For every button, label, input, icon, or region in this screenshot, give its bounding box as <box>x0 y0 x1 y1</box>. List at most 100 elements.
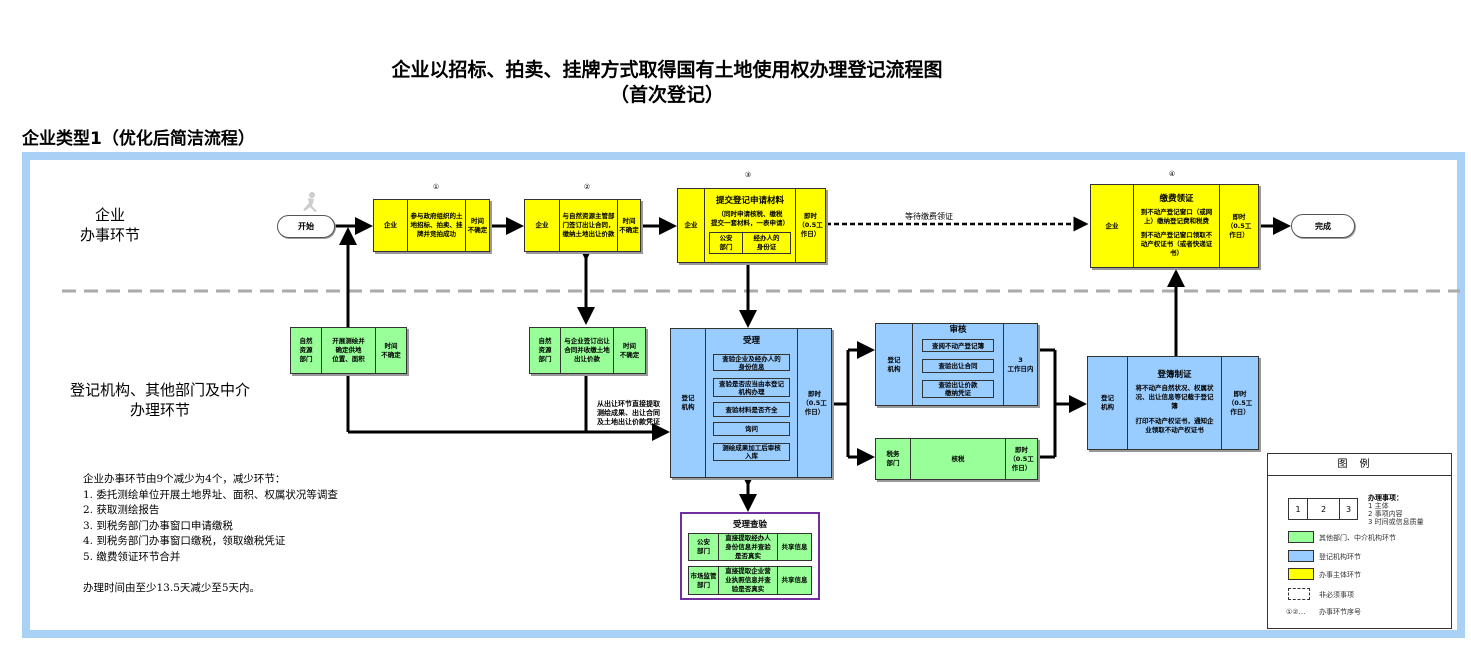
check-item: 查验出让合同 <box>922 359 994 373</box>
box-content: 开展测绘并 确定供地 位置、面积 <box>322 328 376 373</box>
required-doc: 公安 部门 经办人的 身份证 <box>709 232 791 254</box>
doc-name: 经办人的 身份证 <box>753 234 780 251</box>
accept-box: 登记 机构 受理 查验企业及经办人的 身份信息 查验是否应当由本登记 机构办理 … <box>670 328 832 478</box>
box-time: 即时 （0.5工 作日） <box>802 389 827 416</box>
legend-item-title: 办理事项： <box>1368 494 1403 502</box>
step-4-box: 企业 缴费领证 到不动产登记窗口（或网上）缴纳登记费和税费 到不动产登记窗口领取… <box>1090 184 1259 268</box>
box-actor: 登记 机构 <box>671 329 706 477</box>
legend-seq: 办事环节序号 <box>1319 608 1361 616</box>
box-actor: 自然 资源 部门 <box>291 328 322 373</box>
box-time: 即时 （0.5工 作日） <box>1227 389 1253 416</box>
verify-box: 受理查验 公安 部门 直接提取经办人 身份信息并查验 是否真实 共享信息 市场监… <box>680 512 820 600</box>
step-time: 时间 不确定 <box>619 216 639 234</box>
check-item: 查验出让价款 缴纳凭证 <box>922 380 994 398</box>
step-body: 提交登记申请材料 （同时申请核税、缴税 提交一套材料，一表申请） 公安 部门 经… <box>705 189 796 262</box>
box-title: 受理 <box>742 336 760 346</box>
doc-source: 公安 部门 <box>710 233 743 253</box>
page-subtitle: （首次登记） <box>609 84 724 106</box>
legend-dashed-box <box>1288 588 1310 600</box>
start-node: 开始 <box>277 215 335 238</box>
step-content: 到不动产登记窗口（或网上）缴纳登记费和税费 <box>1140 207 1213 225</box>
step-actor: 企业 <box>525 200 560 251</box>
step-time: 时间 不确定 <box>467 216 488 234</box>
legend-title: 图例 <box>1268 454 1451 476</box>
step-2-box: 企业 与自然资源主管部门签订出让合同，缴纳土地出让价款 时间 不确定 <box>524 199 641 252</box>
verify-row: 公安 部门 直接提取经办人 身份信息并查验 是否真实 共享信息 <box>688 533 812 561</box>
step-number-2: ② <box>583 183 591 191</box>
step-content: （同时申请核税、缴税 提交一套材料，一表申请） <box>711 210 789 227</box>
box-actor: 税务 部门 <box>876 439 911 479</box>
check-item: 查阅不动产登记簿 <box>922 339 994 352</box>
step-number-3: ③ <box>744 171 752 179</box>
step-number-4: ④ <box>1168 170 1176 178</box>
step-time: 即时 （0.5工 作日） <box>1226 212 1252 239</box>
box-title: 登簿制证 <box>1157 370 1192 380</box>
legend-sample-box: 1 2 3 <box>1288 498 1358 520</box>
box-time: 时间 不确定 <box>381 341 401 359</box>
step-title: 缴费领证 <box>1159 193 1194 204</box>
extract-note: 从出让环节直接提取 测绘成果、出让合同 及土地出让价款凭证 <box>597 400 660 426</box>
register-box: 登记 机构 登簿制证 将不动产自然状况、权属状况、出让信息等记载于登记簿 打印不… <box>1087 356 1259 450</box>
step-number-1: ① <box>432 183 440 191</box>
end-node: 完成 <box>1291 214 1355 238</box>
check-item: 测绘成果加工后审核 入库 <box>713 443 790 461</box>
accept-body: 受理 查验企业及经办人的 身份信息 查验是否应当由本登记 机构办理 查验材料是否… <box>706 329 798 477</box>
legend-swatch-yellow <box>1288 568 1314 580</box>
step-time: 即时 （0.5工 作日） <box>798 212 823 238</box>
tax-box: 税务 部门 核税 即时 （0.5工 作日） <box>875 438 1038 480</box>
box-actor: 登记 机构 <box>1088 357 1128 449</box>
legend-swatch-green <box>1288 531 1314 543</box>
contract-box: 自然 资源 部门 与企业签订出让 合同并收缴土地 出让价款 时间 不确定 <box>529 327 646 374</box>
box-title: 审核 <box>949 325 967 335</box>
box-time: 3 工作日内 <box>1007 355 1034 373</box>
box-content: 与企业签订出让 合同并收缴土地 出让价款 <box>561 328 614 373</box>
notes: 企业办事环节由9个减少为4个，减少环节： 1. 委托测绘单位开展土地界址、面积、… <box>83 473 338 594</box>
legend: 图例 1 2 3 办理事项： 1 主体 2 事项内容 3 时间或信息质量 其他部… <box>1267 453 1452 629</box>
verify-dept: 公安 部门 <box>689 534 719 560</box>
register-body: 登簿制证 将不动产自然状况、权属状况、出让信息等记载于登记簿 打印不动产权证书，… <box>1128 357 1222 449</box>
legend-seq-symbol: ①②… <box>1286 608 1306 616</box>
legend-yellow: 办事主体环节 <box>1319 571 1361 579</box>
survey-box: 自然 资源 部门 开展测绘并 确定供地 位置、面积 时间 不确定 <box>290 327 407 374</box>
legend-green: 其他部门、中介机构环节 <box>1319 534 1396 542</box>
box-actor: 自然 资源 部门 <box>530 328 561 373</box>
box-time: 即时 （0.5工 作日） <box>1009 445 1034 472</box>
legend-cell: 1 <box>1289 499 1308 519</box>
box-time: 时间 不确定 <box>619 341 640 359</box>
section-title: 企业类型1（优化后简洁流程） <box>22 129 255 149</box>
check-item: 询问 <box>713 422 790 436</box>
lane-label-enterprise: 企业 办事环节 <box>79 206 140 244</box>
verify-dept: 市场监管 部门 <box>689 567 719 594</box>
step-content: 与自然资源主管部门签订出让合同，缴纳土地出让价款 <box>560 200 618 251</box>
step-body: 缴费领证 到不动产登记窗口（或网上）缴纳登记费和税费 到不动产登记窗口领取不动产… <box>1134 185 1220 267</box>
check-item: 查验材料是否齐全 <box>713 402 790 417</box>
box-content: 将不动产自然状况、权属状况、出让信息等记载于登记簿 <box>1135 384 1214 410</box>
verify-result: 共享信息 <box>781 542 808 551</box>
review-box: 登记 机构 审核 查阅不动产登记簿 查验出让合同 查验出让价款 缴纳凭证 3 工… <box>875 323 1038 406</box>
step-3-box: 企业 提交登记申请材料 （同时申请核税、缴税 提交一套材料，一表申请） 公安 部… <box>677 188 826 263</box>
step-content: 到不动产登记窗口领取不动产权证书（或者快递证书） <box>1140 230 1213 257</box>
verify-content: 直接提取经办人 身份信息并查验 是否真实 <box>719 534 778 560</box>
verify-title: 受理查验 <box>732 520 767 530</box>
check-item: 查验是否应当由本登记 机构办理 <box>713 378 790 397</box>
check-item: 查验企业及经办人的 身份信息 <box>713 354 790 371</box>
lane-label-agency: 登记机构、其他部门及中介 办理环节 <box>69 381 250 419</box>
step-title: 提交登记申请材料 <box>715 196 784 206</box>
legend-dashed: 非必须事项 <box>1319 591 1354 599</box>
legend-cell: 2 <box>1308 499 1340 519</box>
step-actor: 企业 <box>374 200 408 251</box>
page-title: 企业以招标、拍卖、挂牌方式取得国有土地使用权办理登记流程图 <box>391 59 943 81</box>
wait-label: 等待缴费领证 <box>905 212 953 221</box>
box-content: 打印不动产权证书，通知企业领取不动产权证书 <box>1135 417 1214 434</box>
box-content: 核税 <box>911 439 1006 479</box>
verify-result: 共享信息 <box>781 576 808 584</box>
step-content: 参与政府组织的土地招标、拍卖、挂牌并竞拍成功 <box>408 200 466 251</box>
verify-content: 直接提取企业营 业执照信息并查 验是否真实 <box>719 567 778 594</box>
legend-blue: 登记机构环节 <box>1319 553 1361 561</box>
step-1-box: 企业 参与政府组织的土地招标、拍卖、挂牌并竞拍成功 时间 不确定 <box>373 199 490 252</box>
legend-swatch-blue <box>1288 550 1314 562</box>
step-actor: 企业 <box>1091 185 1134 267</box>
review-body: 审核 查阅不动产登记簿 查验出让合同 查验出让价款 缴纳凭证 <box>913 324 1004 405</box>
step-actor: 企业 <box>678 189 705 262</box>
